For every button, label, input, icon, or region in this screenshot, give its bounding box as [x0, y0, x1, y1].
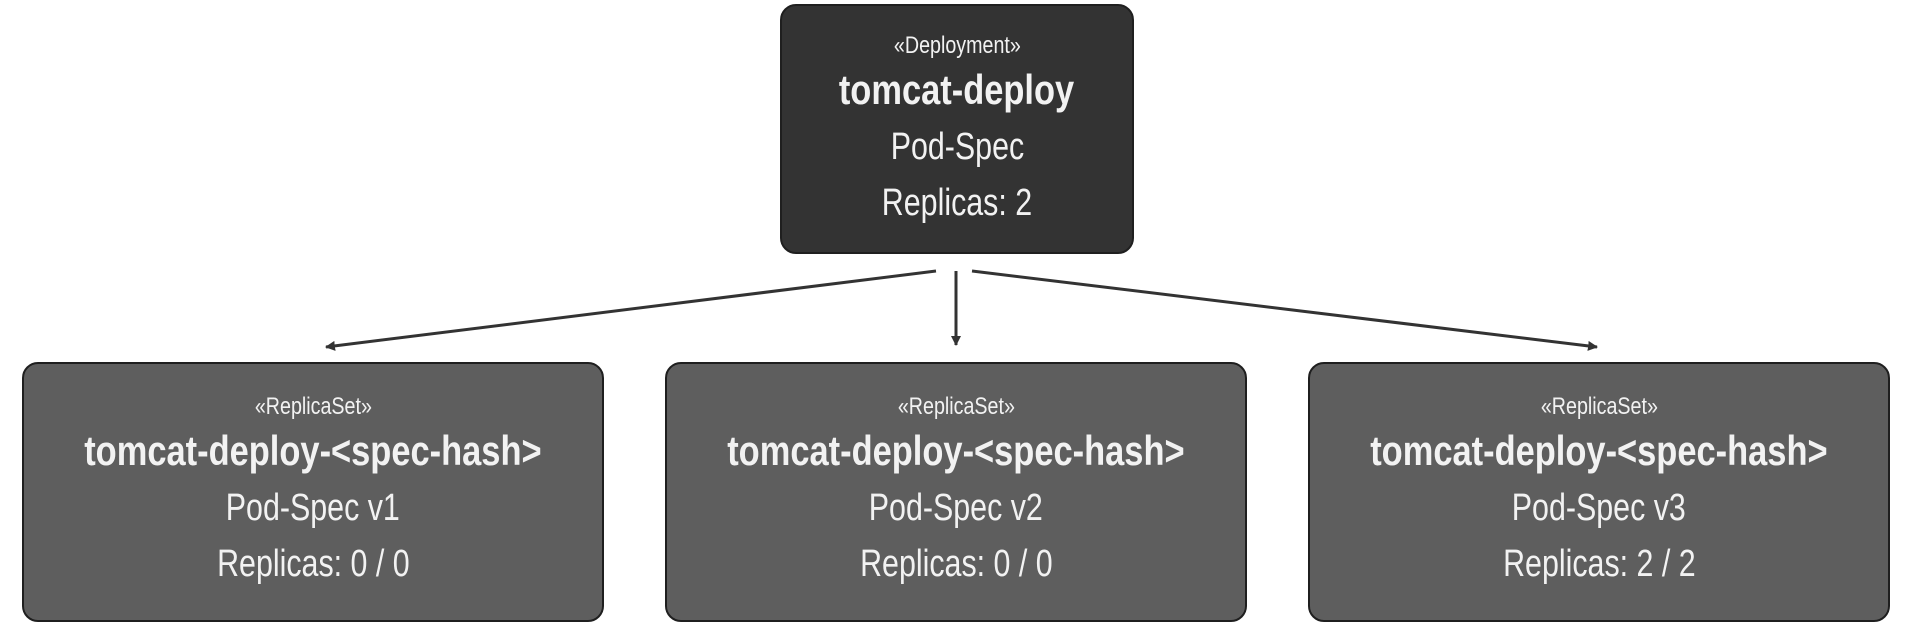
- replicaset-pod-spec: Pod-Spec v3: [1511, 487, 1687, 529]
- deployment-stereotype: «Deployment»: [893, 32, 1021, 59]
- arrow-to-replicaset-v1: [325, 269, 937, 351]
- replicaset-node-v1[interactable]: «ReplicaSet» tomcat-deploy-<spec-hash> P…: [22, 362, 604, 622]
- replicaset-node-v3[interactable]: «ReplicaSet» tomcat-deploy-<spec-hash> P…: [1308, 362, 1890, 622]
- arrow-to-replicaset-v3: [971, 269, 1598, 351]
- deployment-replicas: Replicas: 2: [881, 182, 1033, 224]
- replicaset-name: tomcat-deploy-<spec-hash>: [84, 427, 542, 474]
- replicaset-stereotype: «ReplicaSet»: [1540, 393, 1658, 420]
- replicaset-name: tomcat-deploy-<spec-hash>: [727, 427, 1185, 474]
- replicaset-replicas: Replicas: 0 / 0: [216, 543, 410, 585]
- deployment-pod-spec: Pod-Spec: [890, 126, 1024, 168]
- replicaset-pod-spec: Pod-Spec v1: [225, 487, 401, 529]
- replicaset-replicas: Replicas: 2 / 2: [1502, 543, 1696, 585]
- deployment-node[interactable]: «Deployment» tomcat-deploy Pod-Spec Repl…: [780, 4, 1134, 254]
- replicaset-name: tomcat-deploy-<spec-hash>: [1370, 427, 1828, 474]
- replicaset-stereotype: «ReplicaSet»: [897, 393, 1015, 420]
- replicaset-node-v2[interactable]: «ReplicaSet» tomcat-deploy-<spec-hash> P…: [665, 362, 1247, 622]
- replicaset-replicas: Replicas: 0 / 0: [859, 543, 1053, 585]
- replicaset-pod-spec: Pod-Spec v2: [868, 487, 1044, 529]
- replicaset-stereotype: «ReplicaSet»: [254, 393, 372, 420]
- deployment-name: tomcat-deploy: [839, 66, 1075, 113]
